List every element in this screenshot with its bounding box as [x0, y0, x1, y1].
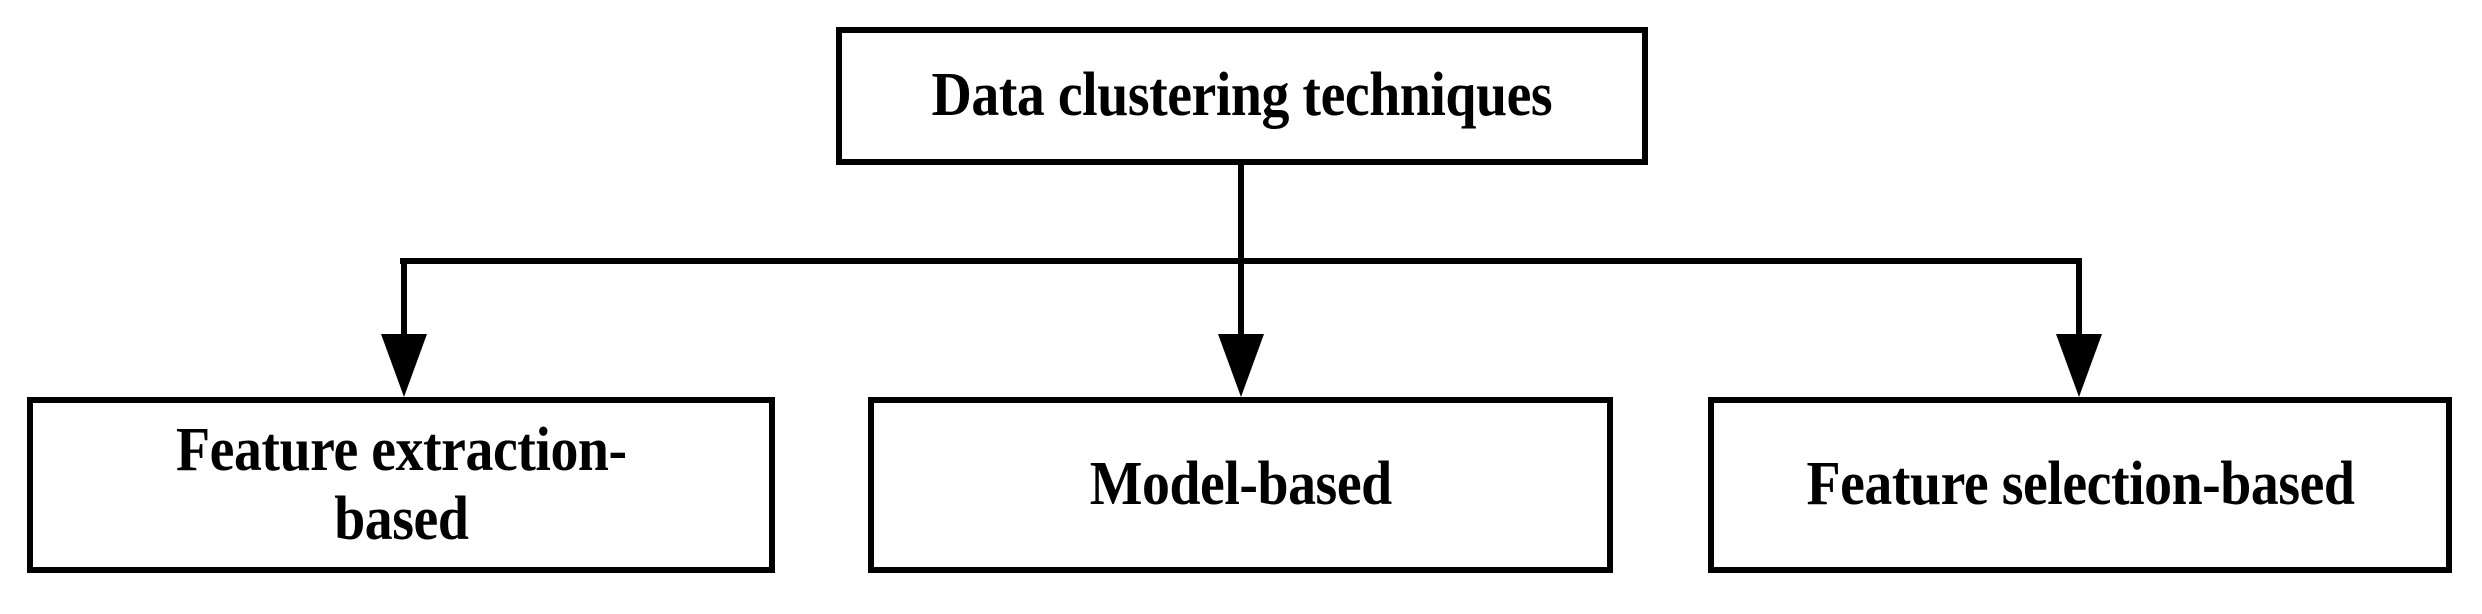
edge-root-stem — [1238, 165, 1244, 261]
edge-middle-drop — [1238, 258, 1244, 338]
arrowhead-model-based — [1218, 334, 1264, 397]
node-feature-extraction-label: Feature extraction- based — [175, 415, 627, 553]
node-feature-extraction-based: Feature extraction- based — [27, 397, 775, 573]
node-model-based-label: Model-based — [1089, 450, 1392, 519]
node-feature-selection-label: Feature selection-based — [1805, 450, 2355, 519]
node-root-label: Data clustering techniques — [931, 61, 1553, 130]
arrowhead-feature-extraction — [381, 334, 427, 397]
edge-horizontal-bus — [400, 258, 2082, 264]
arrowhead-feature-selection — [2056, 334, 2102, 397]
edge-left-drop — [401, 258, 407, 338]
edge-right-drop — [2076, 258, 2082, 338]
node-model-based: Model-based — [868, 397, 1613, 573]
node-feature-selection-based: Feature selection-based — [1708, 397, 2452, 573]
node-root-data-clustering-techniques: Data clustering techniques — [836, 27, 1648, 165]
